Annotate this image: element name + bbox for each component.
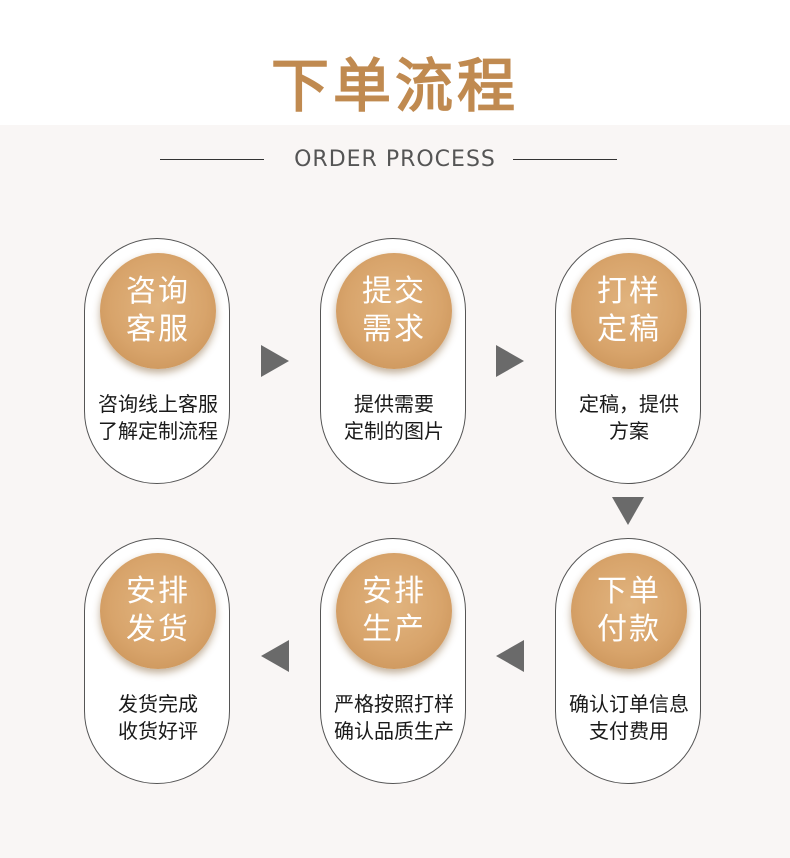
- step-description: 确认订单信息 支付费用: [556, 691, 702, 745]
- step-title-line2: 付款: [597, 612, 661, 647]
- step-sample-finalize: 打样 定稿 定稿，提供 方案: [555, 238, 701, 484]
- step-desc-line1: 发货完成: [118, 692, 198, 716]
- arrow-right-icon: [496, 345, 524, 377]
- step-desc-line1: 咨询线上客服: [98, 392, 218, 416]
- step-badge: 下单 付款: [571, 553, 687, 669]
- step-description: 发货完成 收货好评: [85, 691, 231, 745]
- step-desc-line1: 定稿，提供: [579, 392, 679, 416]
- step-badge: 咨询 客服: [100, 253, 216, 369]
- divider-left: [160, 159, 264, 160]
- step-badge: 安排 生产: [336, 553, 452, 669]
- step-desc-line2: 方案: [609, 419, 649, 443]
- step-title-line1: 打样: [597, 274, 661, 309]
- step-description: 定稿，提供 方案: [556, 391, 702, 445]
- step-title-line1: 安排: [362, 574, 426, 609]
- step-submit-request: 提交 需求 提供需要 定制的图片: [320, 238, 466, 484]
- step-title-line2: 生产: [362, 612, 426, 647]
- step-title-line2: 定稿: [597, 312, 661, 347]
- step-desc-line2: 确认品质生产: [334, 719, 454, 743]
- step-description: 提供需要 定制的图片: [321, 391, 467, 445]
- step-desc-line2: 收货好评: [118, 719, 198, 743]
- arrow-left-icon: [496, 640, 524, 672]
- arrow-left-icon: [261, 640, 289, 672]
- step-desc-line2: 支付费用: [589, 719, 669, 743]
- step-description: 咨询线上客服 了解定制流程: [85, 391, 231, 445]
- step-desc-line1: 确认订单信息: [569, 692, 689, 716]
- step-badge: 提交 需求: [336, 253, 452, 369]
- step-title-line2: 客服: [126, 312, 190, 347]
- arrow-right-icon: [261, 345, 289, 377]
- step-badge: 安排 发货: [100, 553, 216, 669]
- arrow-down-icon: [612, 497, 644, 525]
- divider-right: [513, 159, 617, 160]
- step-order-payment: 下单 付款 确认订单信息 支付费用: [555, 538, 701, 784]
- step-title-line1: 咨询: [126, 274, 190, 309]
- header-band: [0, 0, 790, 125]
- step-desc-line1: 提供需要: [354, 392, 434, 416]
- step-desc-line2: 了解定制流程: [98, 419, 218, 443]
- page-title: 下单流程: [270, 52, 519, 120]
- step-description: 严格按照打样 确认品质生产: [321, 691, 467, 745]
- step-desc-line2: 定制的图片: [344, 419, 444, 443]
- step-consult-service: 咨询 客服 咨询线上客服 了解定制流程: [84, 238, 230, 484]
- step-title-line1: 安排: [126, 574, 190, 609]
- step-title-line2: 需求: [362, 312, 426, 347]
- page-subtitle: ORDER PROCESS: [294, 147, 496, 172]
- step-desc-line1: 严格按照打样: [334, 692, 454, 716]
- step-badge: 打样 定稿: [571, 253, 687, 369]
- step-arrange-production: 安排 生产 严格按照打样 确认品质生产: [320, 538, 466, 784]
- step-title-line2: 发货: [126, 612, 190, 647]
- step-title-line1: 下单: [597, 574, 661, 609]
- step-arrange-shipping: 安排 发货 发货完成 收货好评: [84, 538, 230, 784]
- subtitle-row: ORDER PROCESS: [0, 145, 790, 175]
- step-title-line1: 提交: [362, 274, 426, 309]
